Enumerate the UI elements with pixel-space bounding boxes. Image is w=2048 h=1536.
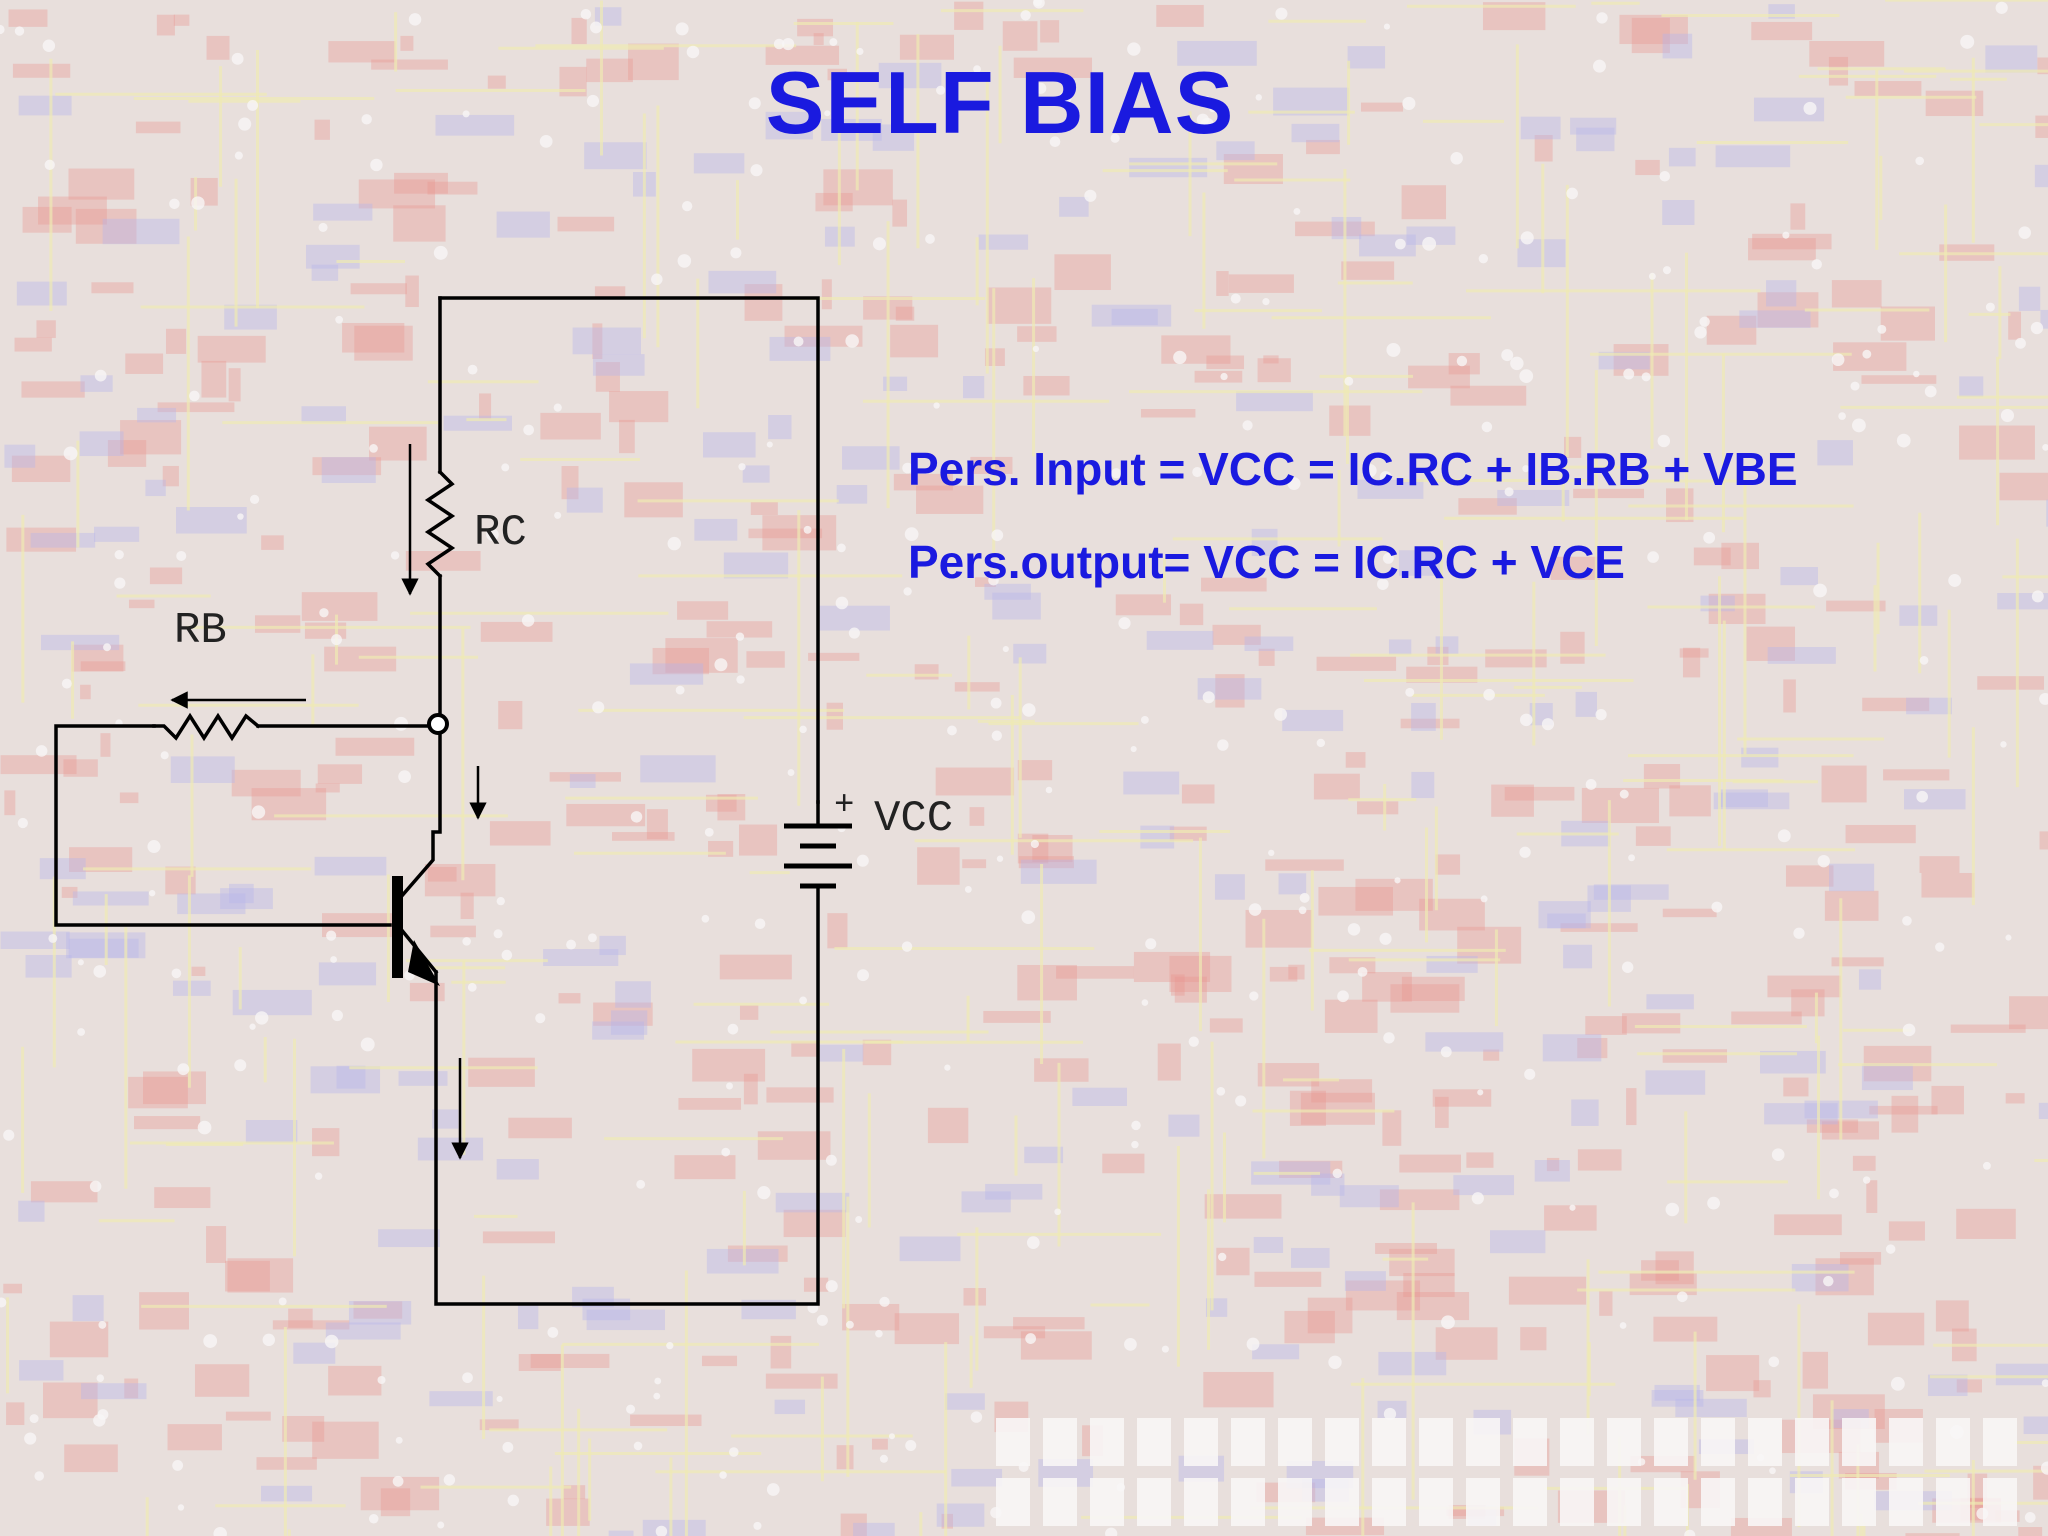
rc-resistor xyxy=(424,469,456,579)
output-equation: Pers.output= VCC = IC.RC + VCE xyxy=(908,536,1625,588)
rb-resistor xyxy=(152,712,261,742)
wire-collector xyxy=(397,724,442,901)
junction-node xyxy=(427,713,449,735)
slide-title: SELF BIAS xyxy=(765,53,1235,152)
input-equation: Pers. Input = VCC = IC.RC + IB.RB + VBE xyxy=(908,443,1798,495)
emitter-arrow-icon xyxy=(408,940,440,986)
wire-base-loop xyxy=(54,724,392,927)
wire-top xyxy=(438,296,820,804)
wire-emitter-down xyxy=(434,884,820,1306)
rb-label: RB xyxy=(174,606,227,656)
transistor-base-bar xyxy=(392,876,403,978)
vcc-plus-label: + xyxy=(834,787,854,825)
vcc-battery-icon xyxy=(784,823,852,889)
vcc-label: VCC xyxy=(874,794,953,844)
rc-label: RC xyxy=(474,508,527,558)
